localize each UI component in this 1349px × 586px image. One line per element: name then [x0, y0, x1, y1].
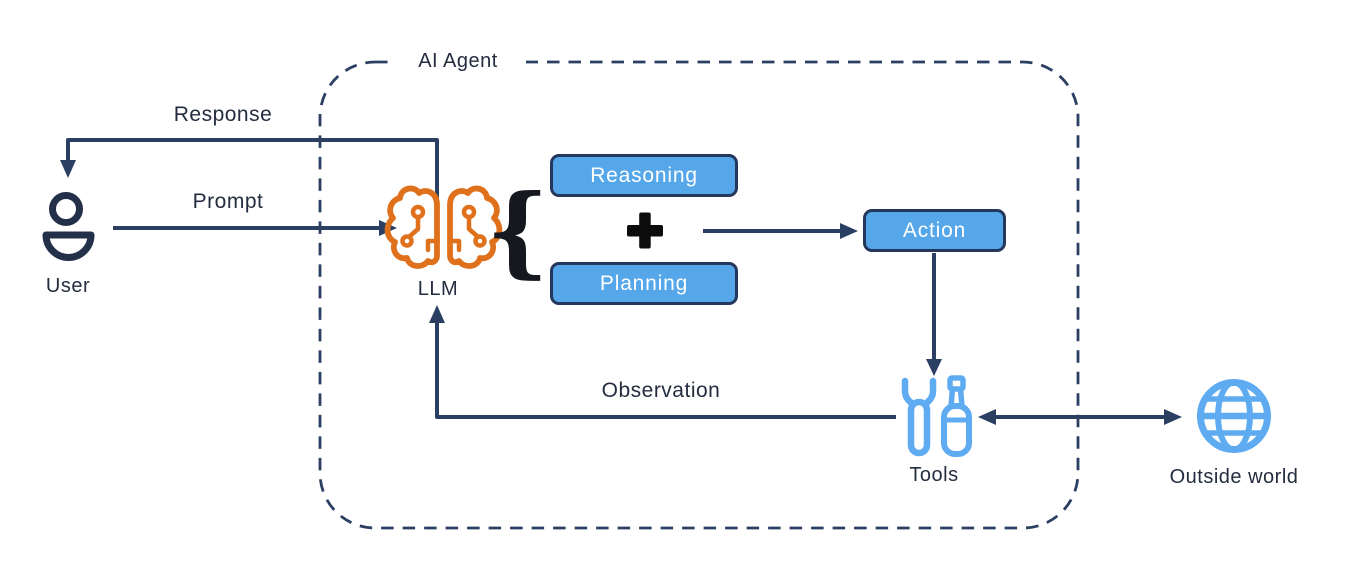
plus-vertical-bar [639, 212, 651, 249]
user-icon-body [42, 231, 95, 261]
brain-right-lobe [447, 185, 503, 269]
observation-arrow [429, 305, 896, 419]
user-icon [42, 192, 95, 261]
action-to-tools-arrow [926, 253, 942, 376]
action-to-tools-arrowhead [926, 359, 942, 376]
brain-node [410, 204, 426, 220]
screwdriver-tip [947, 375, 966, 392]
llm-label: LLM [417, 278, 459, 300]
brain-node [461, 204, 477, 220]
tools-outside-arrow [978, 409, 1182, 425]
planning-box: Planning [550, 262, 738, 305]
globe-icon [1197, 379, 1271, 453]
tools-outside-left-arrowhead [978, 409, 996, 425]
to-action-arrowhead [840, 223, 858, 239]
reasoning-box: Reasoning [550, 154, 738, 197]
brace-glyph: { [486, 174, 550, 289]
response-arrow [60, 138, 439, 206]
observation-label: Observation [601, 379, 721, 402]
action-box-label: Action [902, 218, 967, 242]
brain-left-lobe [384, 185, 440, 269]
brain-trace [407, 215, 421, 239]
prompt-arrow [113, 220, 397, 236]
prompt-label: Prompt [192, 190, 264, 213]
brain-icon [384, 185, 503, 269]
response-arrowhead [60, 160, 76, 178]
screwdriver-handle [941, 403, 972, 457]
observation-arrowhead [429, 305, 445, 323]
tools-outside-right-arrowhead [1164, 409, 1182, 425]
tools-label: Tools [909, 464, 959, 486]
brain-trace [447, 238, 462, 253]
reasoning-box-label: Reasoning [590, 163, 698, 187]
to-action-arrow [703, 223, 858, 239]
planning-box-label: Planning [599, 271, 689, 295]
brain-trace [466, 215, 480, 239]
agent-boundary-rect [318, 60, 1080, 530]
observation-arrow-line [435, 322, 896, 419]
agent-box-title: AI Agent [390, 46, 526, 76]
agent-boundary [318, 60, 1080, 530]
tools-icon [901, 375, 972, 457]
brain-node [473, 234, 487, 248]
response-label: Response [173, 103, 273, 126]
response-arrow-line [66, 138, 439, 206]
brain-trace [425, 238, 440, 253]
screwdriver-shaft [948, 386, 965, 409]
user-label: User [45, 275, 91, 297]
wrench-handle [907, 398, 931, 457]
user-icon-head [49, 192, 83, 226]
plus-icon [627, 212, 663, 249]
brain-node [400, 234, 414, 248]
outside-world-label: Outside world [1169, 466, 1299, 488]
action-box: Action [863, 209, 1006, 252]
